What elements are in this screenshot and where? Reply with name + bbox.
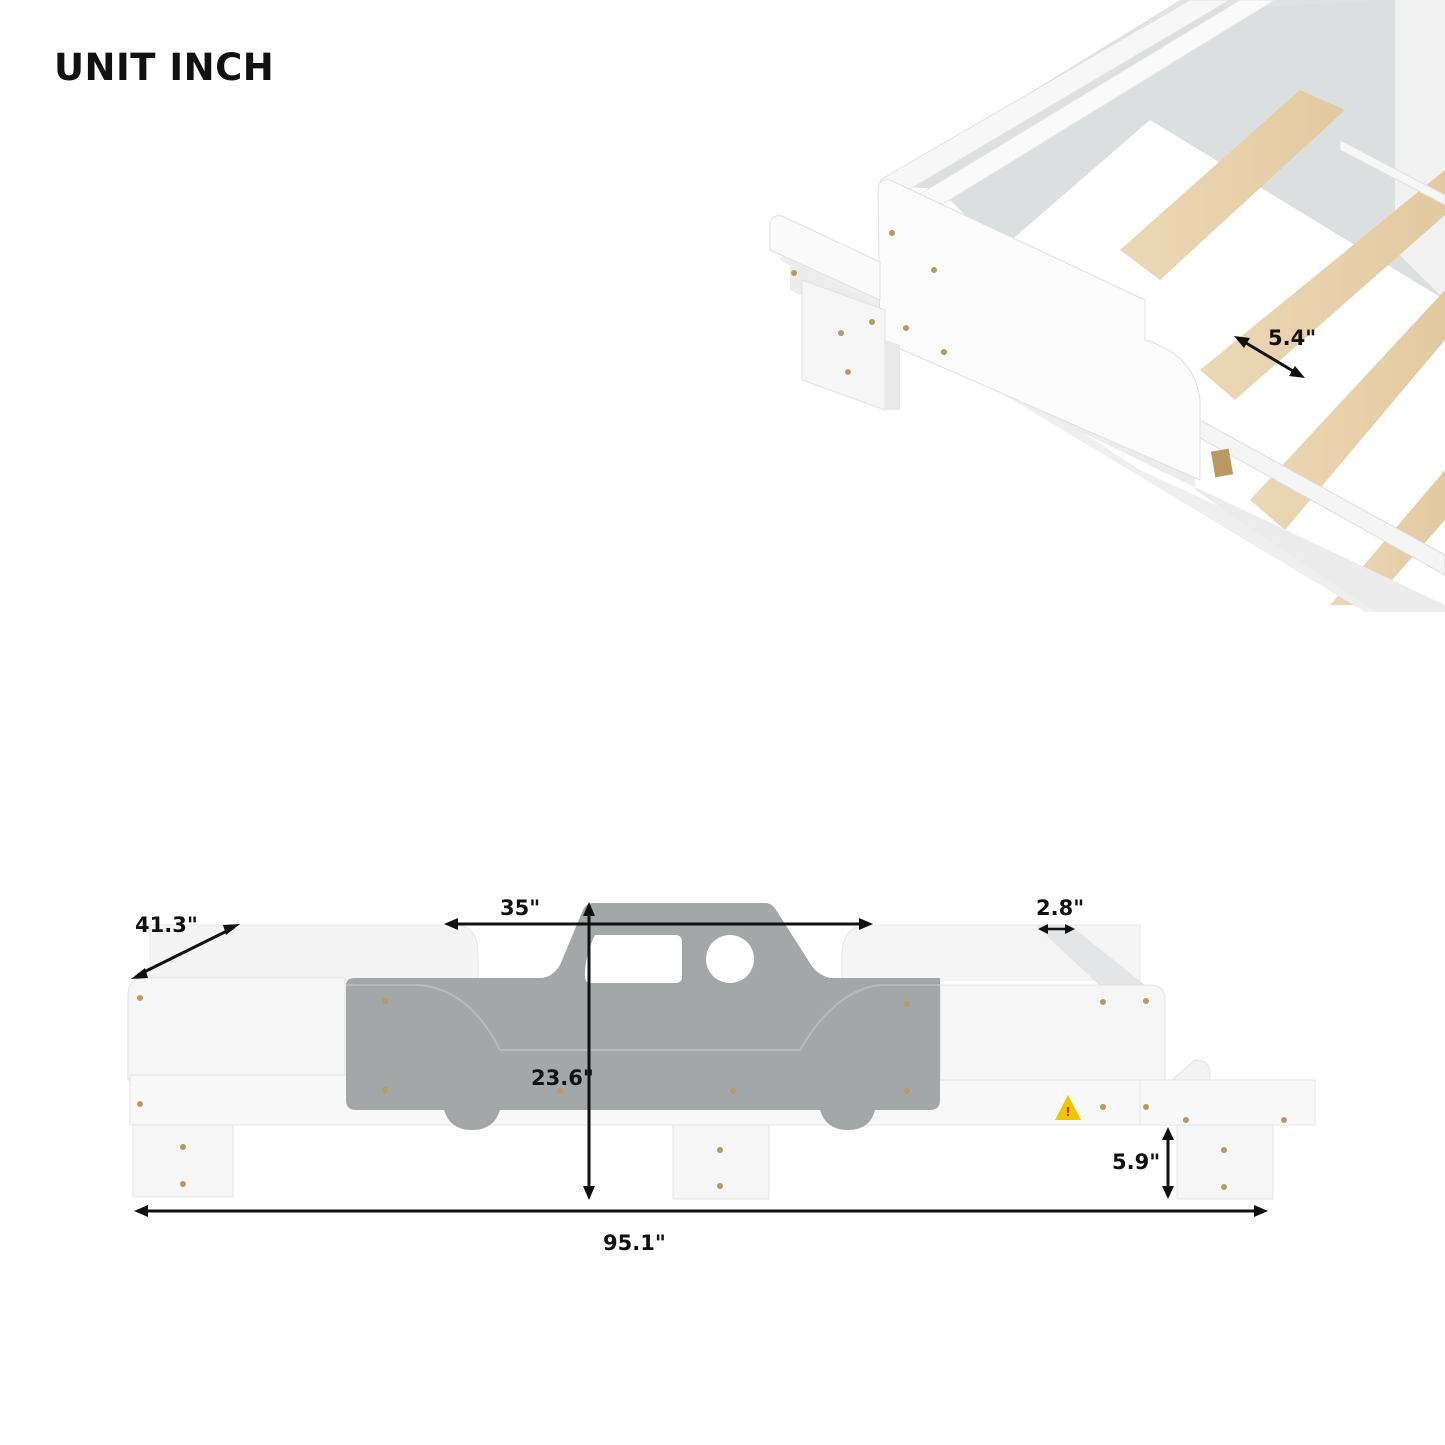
slat-spacing-arrow [1234, 336, 1305, 378]
guardrail-length-label: 35" [500, 896, 541, 920]
unit-title: UNIT INCH [54, 46, 275, 89]
slat-spacing-label: 5.4" [1268, 326, 1317, 350]
depth-arrow [137, 926, 234, 977]
leg-clearance-label: 5.9" [1112, 1150, 1161, 1174]
depth-label: 41.3" [135, 913, 198, 937]
shelf-width-label: 2.8" [1036, 896, 1085, 920]
total-length-label: 95.1" [603, 1231, 666, 1255]
guardrail-height-label: 23.6" [531, 1066, 594, 1090]
car-guardrail [346, 903, 940, 1130]
svg-text:!: ! [1065, 1105, 1070, 1119]
